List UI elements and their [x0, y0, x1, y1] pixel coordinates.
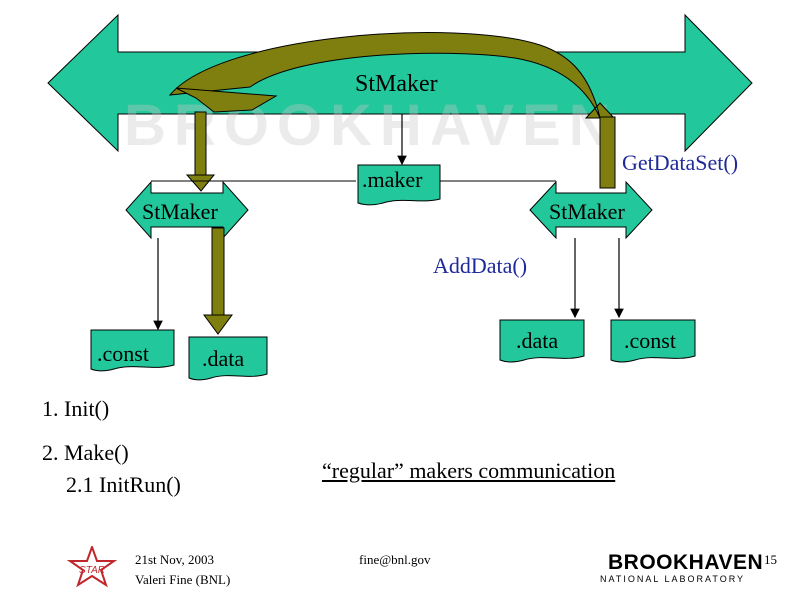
main-stmaker-arrow [47, 13, 753, 153]
loop-arrow [168, 32, 616, 189]
communication-caption: “regular” makers communication [322, 458, 616, 483]
left-data-label: .data [202, 346, 245, 371]
step-init: 1. Init() [42, 396, 110, 421]
left-const-label: .const [97, 341, 149, 366]
right-const-doc [610, 319, 696, 363]
left-vertical-arrow [185, 111, 216, 192]
page-number: 15 [764, 552, 777, 567]
right-data-doc [499, 319, 585, 363]
left-stmaker-shape [125, 180, 249, 240]
connections [151, 180, 624, 331]
right-data-label: .data [516, 328, 559, 353]
right-const-label: .const [624, 328, 676, 353]
footer-email: fine@bnl.gov [359, 552, 431, 567]
step-initrun: 2.1 InitRun() [66, 472, 181, 497]
star-logo: STAR [66, 544, 118, 588]
left-data-doc [188, 336, 268, 381]
getdataset-label: GetDataSet() [622, 150, 739, 175]
right-stmaker-shape [529, 180, 653, 240]
left-stmaker-label: StMaker [142, 199, 218, 224]
footer-date: 21st Nov, 2003 [135, 552, 214, 567]
brookhaven-logo: BROOKHAVEN [608, 551, 764, 574]
footer-author: Valeri Fine (BNL) [135, 572, 231, 587]
left-const-doc [90, 329, 175, 372]
maker-doc-shape [357, 164, 441, 206]
left-data-arrow [203, 227, 233, 335]
maker-doc-label: .maker [362, 167, 423, 192]
adddata-label: AddData() [433, 253, 528, 278]
brookhaven-subtitle: NATIONAL LABORATORY [600, 574, 746, 584]
svg-text:STAR: STAR [79, 565, 105, 576]
star-icon: STAR [66, 544, 118, 588]
step-make: 2. Make() [42, 440, 129, 465]
right-stmaker-label: StMaker [549, 199, 625, 224]
main-stmaker-label: StMaker [355, 71, 438, 97]
